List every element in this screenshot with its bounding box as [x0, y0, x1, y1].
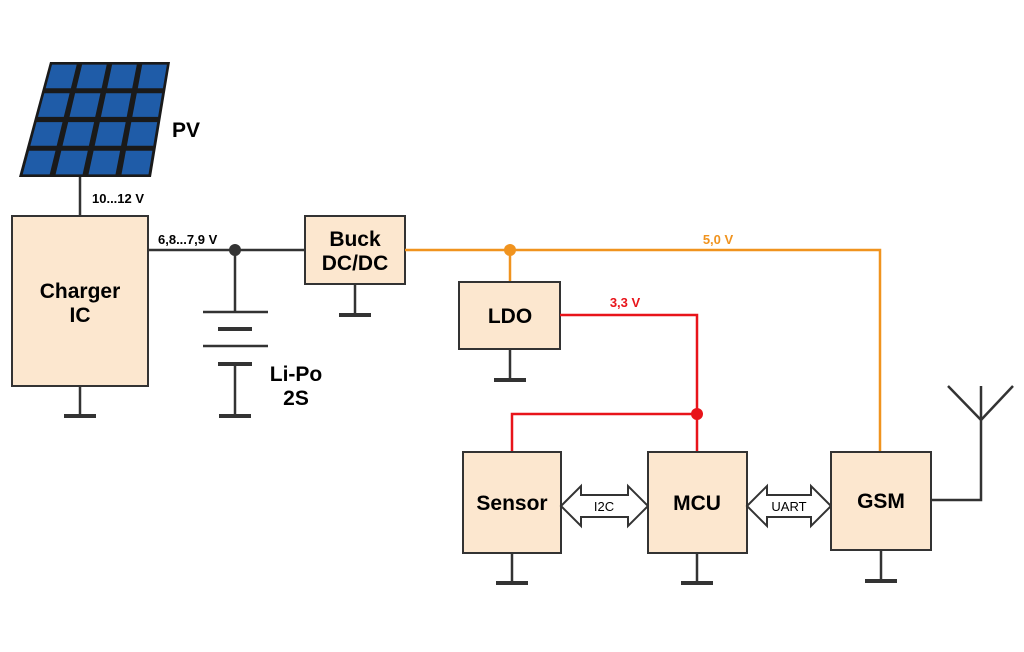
buck-label-line1: Buck	[329, 228, 381, 251]
buck-converter-block	[304, 215, 406, 285]
rail-5v-wire	[405, 248, 882, 452]
solar-cell	[94, 122, 126, 146]
sensor-block	[462, 451, 562, 554]
charger-label-line2: IC	[70, 304, 91, 327]
mcu-block	[647, 451, 748, 554]
gsm-block	[830, 451, 932, 551]
ldo-label: LDO	[488, 305, 532, 328]
ground-icon	[494, 349, 526, 382]
rail-5v-label: 5,0 V	[703, 232, 734, 247]
ground-icon	[681, 553, 713, 585]
solar-panel-icon	[19, 62, 170, 177]
solar-cell	[76, 64, 107, 89]
ground-icon	[496, 553, 528, 585]
solar-cell	[38, 93, 70, 117]
solar-cell	[137, 64, 167, 89]
buck-label-line2: DC/DC	[322, 252, 389, 275]
solar-cell	[62, 122, 95, 146]
uart-label: UART	[771, 499, 806, 514]
ldo-block	[458, 281, 561, 350]
solar-cell	[22, 150, 56, 175]
solar-cell	[121, 150, 153, 175]
rail-3v3-sensor-wire	[510, 412, 697, 452]
solar-cell	[126, 122, 158, 146]
charger-label-line1: Charger	[40, 280, 121, 303]
ground-icon	[339, 284, 371, 317]
solar-cell	[88, 150, 121, 175]
pv-voltage-label: 10...12 V	[92, 191, 144, 206]
sensor-label: Sensor	[476, 492, 547, 515]
rail-5v-junction	[504, 244, 516, 256]
solar-cell	[132, 93, 162, 117]
i2c-label: I2C	[594, 499, 614, 514]
solar-cell	[107, 64, 137, 89]
battery-icon	[203, 250, 268, 418]
pv-label: PV	[172, 119, 200, 142]
antenna-icon	[931, 385, 1014, 502]
solar-cell	[55, 150, 88, 175]
solar-cell	[100, 93, 132, 117]
rail-3v3-wire	[560, 313, 699, 452]
gsm-label: GSM	[857, 490, 905, 513]
rail-3v3-label: 3,3 V	[610, 295, 641, 310]
ground-icon	[865, 550, 897, 583]
battery-label-line1: Li-Po	[270, 363, 323, 386]
solar-cell	[45, 64, 77, 89]
battery-voltage-label: 6,8...7,9 V	[158, 232, 218, 247]
ground-icon	[64, 386, 96, 418]
solar-cell	[30, 122, 63, 146]
mcu-label: MCU	[673, 492, 721, 515]
rail-3v3-junction	[691, 408, 703, 420]
solar-cell	[69, 93, 101, 117]
battery-label-line2: 2S	[283, 387, 309, 410]
